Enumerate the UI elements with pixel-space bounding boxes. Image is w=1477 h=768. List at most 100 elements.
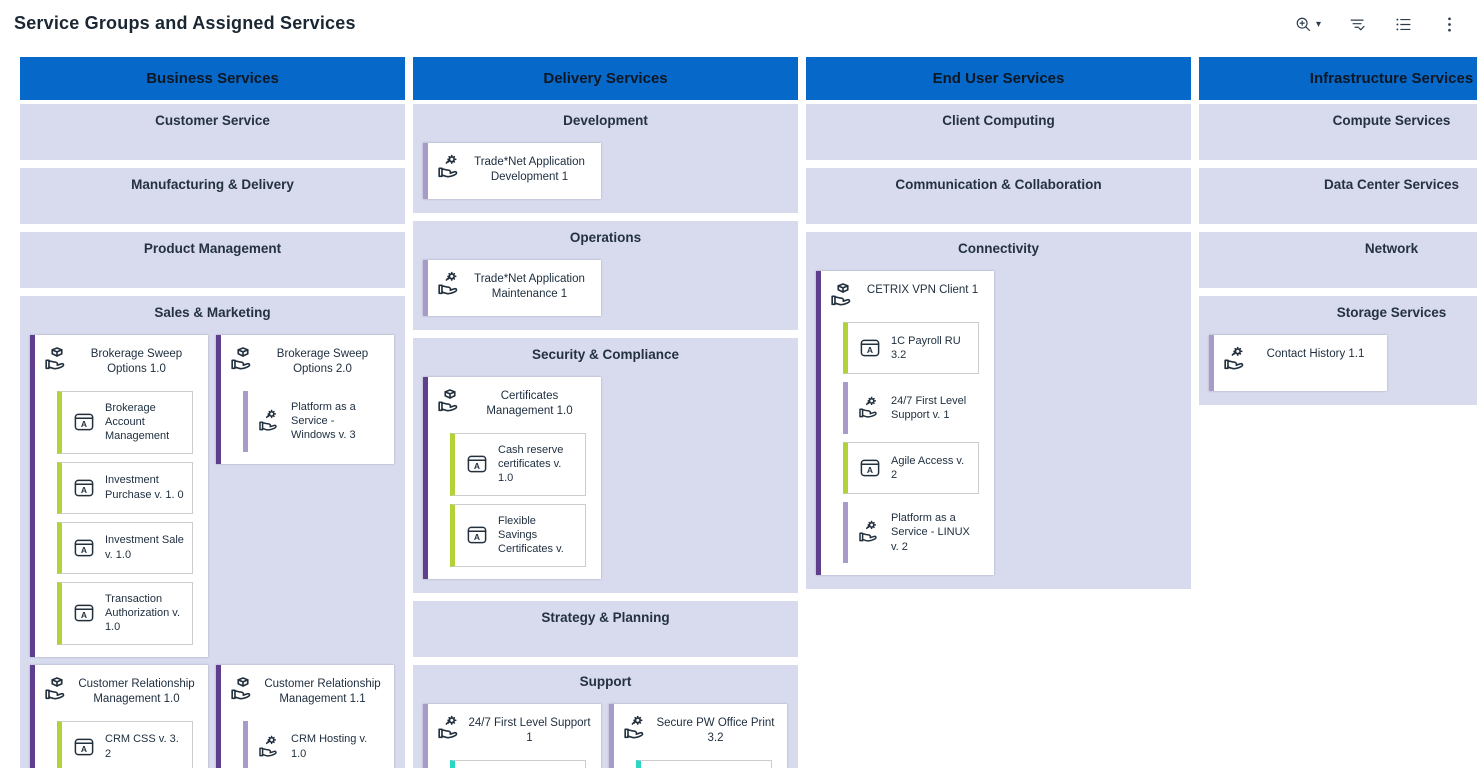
hand-gear-icon [858,520,882,544]
hand-gear-icon [437,271,464,297]
service-group-title: Communication & Collaboration [895,177,1102,192]
service-card-header: Trade*Net Application Maintenance 1 [428,269,601,304]
assigned-services-list: A 1C Payroll RU 3.2 24/7 First Level Suppo… [821,310,994,563]
service-group-manufacturing-delivery: Manufacturing & Delivery [20,168,405,224]
assigned-service-flexible-savings-certificates-v[interactable]: A Flexible Savings Certificates v. [450,503,586,567]
service-card-label: Trade*Net Application Development 1 [474,156,585,183]
assigned-service-label: Flexible Savings Certificates v. [498,514,564,556]
service-card-secure-pw-office-print-3-2[interactable]: Secure PW Office Print 3.2Adobe Acrobat … [609,703,787,768]
column-header-label: Infrastructure Services [1309,70,1474,87]
service-group-title: Development [563,113,648,128]
assigned-service-crm-css-v-3-2[interactable]: A CRM CSS v. 3. 2 [57,720,193,768]
hand-gear-icon [623,715,650,741]
filter-button[interactable] [1348,15,1367,34]
assigned-services-list: Platform as a Service - Windows v. 3 [221,379,394,452]
assigned-service-platform-as-a-service-windows-v-3[interactable]: Platform as a Service - Windows v. 3 [243,390,379,452]
assigned-service-label: Transaction Authorization v. 1.0 [105,592,181,634]
service-group-compute-services: Compute Services [1199,104,1477,160]
service-group-cards: Trade*Net Application Maintenance 1 [413,245,798,328]
service-card-24-7-first-level-support-1[interactable]: 24/7 First Level Support 1 (Protocol) IPS… [423,703,601,768]
list-button[interactable] [1394,15,1413,34]
hand-gear-icon [1223,346,1250,372]
overflow-menu-icon [1440,15,1459,34]
application-icon: A [72,410,96,434]
service-card-header: 24/7 First Level Support 1 [428,713,601,748]
application-icon: A [465,523,489,547]
zoom-in-button[interactable]: ▾ [1294,15,1321,34]
svg-text:A: A [474,461,480,471]
assigned-service-adobe-acrobat-reader-v[interactable]: Adobe Acrobat Reader v. [636,759,772,768]
service-group-title: Operations [569,230,642,245]
titlebar: Service Groups and Assigned Services ▾ [0,0,1477,52]
svg-text:A: A [81,545,87,555]
service-group-title: Product Management [143,241,282,256]
hand-gear-icon [437,715,464,741]
assigned-services-list: Adobe Acrobat Reader v. [614,748,787,768]
service-card-header: Trade*Net Application Development 1 [428,152,601,187]
assigned-service-1c-payroll-ru-3-2[interactable]: A 1C Payroll RU 3.2 [843,322,979,374]
service-group-customer-service: Customer Service [20,104,405,160]
assigned-service-transaction-authorization-v-1-0[interactable]: A Transaction Authorization v. 1.0 [57,581,193,645]
service-card-header: Customer Relationship Management 1.1 [221,674,394,709]
assigned-service-24-7-first-level-support-v-1[interactable]: 24/7 First Level Support v. 1 [843,382,979,434]
service-group-communication-collaboration: Communication & Collaboration [806,168,1191,224]
service-card-label: Secure PW Office Print 3.2 [656,716,775,744]
service-card-label: Brokerage Sweep Options 1.0 [90,348,183,375]
application-icon: A [72,735,96,759]
service-group-strategy-planning: Strategy & Planning [413,600,798,657]
assigned-service-platform-as-a-service-linux-v-2[interactable]: Platform as a Service - LINUX v. 2 [843,502,979,563]
assigned-service-label: Investment Purchase v. 1. 0 [105,474,184,501]
service-card-label: 24/7 First Level Support 1 [468,716,591,744]
service-card-label: Contact History 1.1 [1266,348,1365,360]
hand-box-icon [44,676,71,702]
assigned-service-label: 1C Payroll RU 3.2 [891,334,961,361]
assigned-service-investment-sale-v-1-0[interactable]: A Investment Sale v. 1.0 [57,521,193,574]
service-card-header: Brokerage Sweep Options 2.0 [221,344,394,379]
svg-text:A: A [81,419,87,429]
application-icon: A [72,601,96,625]
service-group-title: Connectivity [957,241,1039,256]
hand-gear-icon [858,396,882,420]
assigned-service-label: Investment Sale v. 1.0 [105,534,184,561]
service-group-data-center-services: Data Center Services [1199,168,1477,224]
overflow-menu-button[interactable] [1440,15,1459,34]
service-card-trade-net-application-maintenance-1[interactable]: Trade*Net Application Maintenance 1 [423,260,601,316]
assigned-service-label: Agile Access v. 2 [891,454,965,481]
service-group-network: Network [1199,232,1477,288]
svg-text:A: A [867,345,873,355]
service-card-label: Customer Relationship Management 1.0 [78,677,195,705]
assigned-service-label: CRM CSS v. 3. 2 [105,733,179,760]
assigned-service-protocol-ipsec-v-n-a[interactable]: (Protocol) IPSec v. n/a [450,759,586,768]
service-card-contact-history-1-1[interactable]: Contact History 1.1 [1209,335,1387,391]
service-group-cards: 24/7 First Level Support 1 (Protocol) IPS… [413,689,798,768]
assigned-service-crm-hosting-v-1-0[interactable]: CRM Hosting v. 1.0 [243,720,379,768]
assigned-service-label: Platform as a Service - Windows v. 3 [291,400,356,442]
column-header: End User Services [806,57,1191,100]
service-card-trade-net-application-development-1[interactable]: Trade*Net Application Development 1 [423,143,601,199]
service-group-title: Data Center Services [1323,177,1460,192]
hand-box-icon [230,346,257,372]
service-card-label: Certificates Management 1.0 [486,390,573,417]
